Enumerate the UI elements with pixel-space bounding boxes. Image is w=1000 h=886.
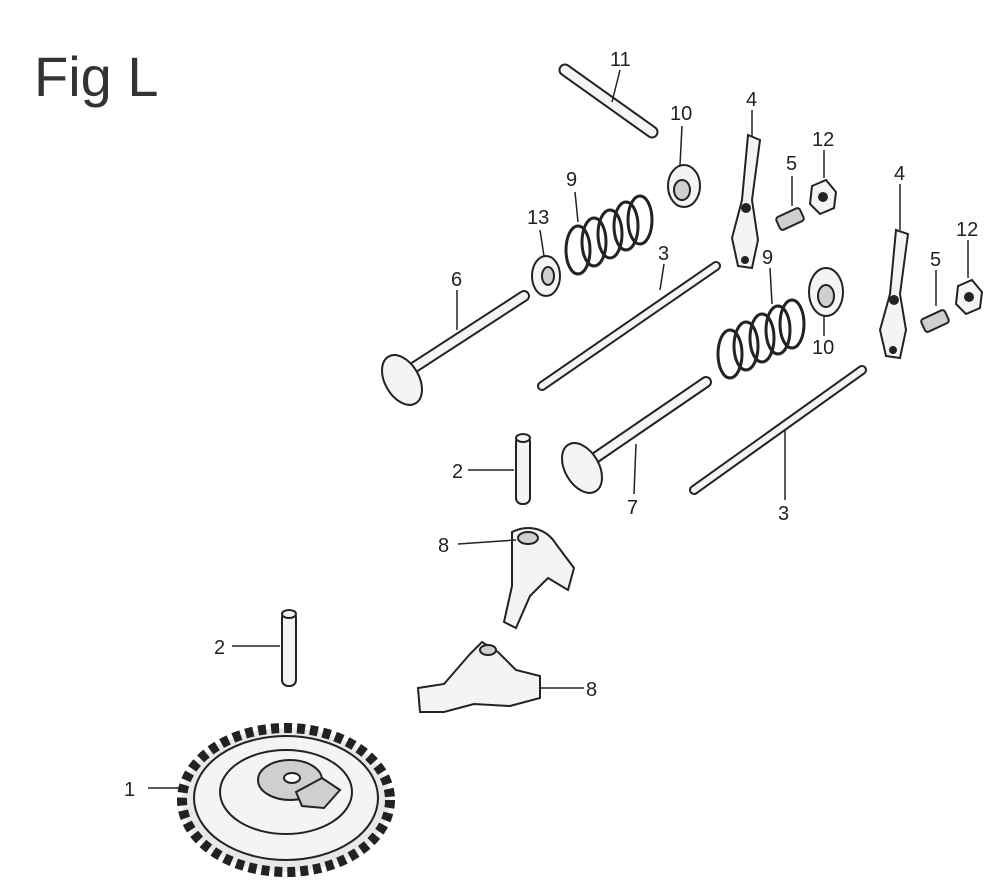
callout-9-lower: 9: [762, 247, 773, 269]
part-1-cam-gear: [177, 723, 395, 877]
part-13-seal: [531, 255, 561, 297]
part-10-retainer-upper: [667, 164, 701, 208]
callout-13: 13: [527, 207, 549, 229]
part-4-rocker-upper: [730, 133, 762, 270]
leader-3-upper: [659, 263, 665, 291]
callout-8-upper: 8: [438, 535, 449, 557]
part-10-retainer-lower: [808, 267, 844, 317]
part-3-pushrod-lower: [689, 365, 867, 495]
part-12-nut-upper: [808, 178, 838, 216]
part-5-screw-upper: [775, 207, 805, 231]
leader-10-upper: [679, 125, 683, 166]
part-2-pin-upper: [515, 433, 531, 505]
part-9-spring-upper: [564, 194, 654, 276]
part-12-nut-lower: [954, 278, 984, 316]
part-11-shaft: [558, 63, 659, 139]
leader-7: [633, 443, 637, 495]
callout-5-lower: 5: [930, 249, 941, 271]
callout-4-upper: 4: [746, 89, 757, 111]
callout-1: 1: [124, 779, 135, 801]
callout-2-lower: 2: [214, 637, 225, 659]
part-8-follower-upper: [502, 527, 576, 630]
callout-6: 6: [451, 269, 462, 291]
part-8-follower-lower: [416, 640, 541, 713]
callout-5-upper: 5: [786, 153, 797, 175]
part-4-rocker-lower: [878, 228, 910, 360]
callout-2-upper: 2: [452, 461, 463, 483]
callout-8-lower: 8: [586, 679, 597, 701]
part-6-valve: [381, 290, 530, 406]
part-5-screw-lower: [920, 309, 950, 333]
callout-9-upper: 9: [566, 169, 577, 191]
callout-12-lower: 12: [956, 219, 978, 241]
part-3-pushrod-upper: [537, 261, 721, 391]
leader-9-lower: [769, 267, 773, 305]
callout-10-upper: 10: [670, 103, 692, 125]
figure-title: Fig L: [34, 45, 159, 108]
callout-3-upper: 3: [658, 243, 669, 265]
callout-3-lower: 3: [778, 503, 789, 525]
leader-9-upper: [574, 191, 579, 223]
part-9-spring-lower: [716, 298, 806, 380]
callout-11: 11: [610, 49, 631, 71]
leader-8-upper: [457, 539, 517, 545]
leader-13: [539, 229, 545, 257]
callout-7: 7: [627, 497, 638, 519]
part-2-pin-lower: [281, 609, 297, 687]
callout-10-lower: 10: [812, 337, 834, 359]
callout-4-lower: 4: [894, 163, 905, 185]
leader-11: [611, 69, 621, 103]
callout-12-upper: 12: [812, 129, 834, 151]
part-7-valve: [561, 376, 712, 494]
